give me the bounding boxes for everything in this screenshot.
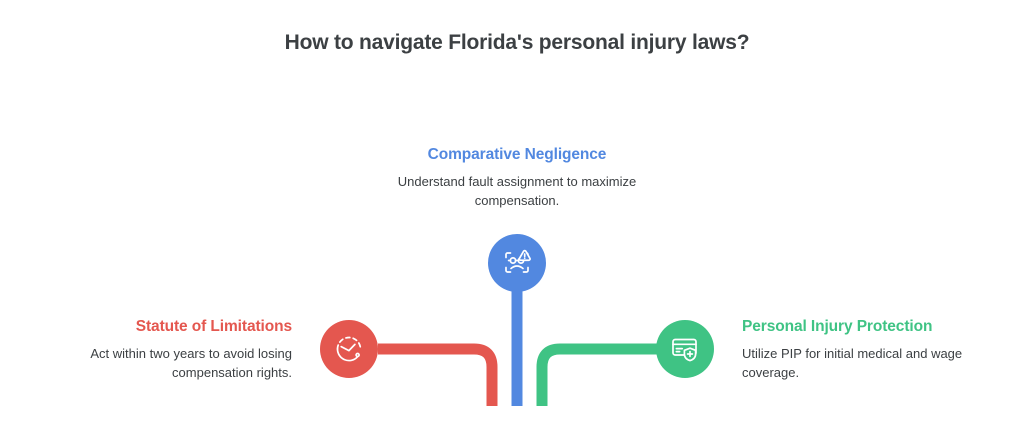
body-personal-injury-protection: Utilize PIP for initial medical and wage…	[742, 346, 963, 380]
page-title: How to navigate Florida's personal injur…	[284, 31, 750, 54]
heading-comparative-negligence: Comparative Negligence	[427, 146, 607, 163]
face-scan-warning-icon	[500, 246, 534, 280]
heading-statute-of-limitations: Statute of Limitations	[135, 318, 292, 335]
clock-dashed-icon	[332, 332, 366, 366]
heading-personal-injury-protection: Personal Injury Protection	[742, 318, 933, 335]
node-personal-injury-protection[interactable]	[656, 320, 714, 378]
body-comparative-negligence: Understand fault assignment to maximize …	[397, 174, 637, 208]
block-statute-of-limitations: Statute of Limitations Act within two ye…	[21, 318, 292, 383]
block-personal-injury-protection: Personal Injury Protection Utilize PIP f…	[742, 318, 1014, 383]
block-comparative-negligence: Comparative Negligence Understand fault …	[377, 146, 657, 211]
node-statute-of-limitations[interactable]	[320, 320, 378, 378]
insurance-card-shield-icon	[668, 332, 702, 366]
node-comparative-negligence[interactable]	[488, 234, 546, 292]
connector-right-green	[536, 343, 658, 406]
body-statute-of-limitations: Act within two years to avoid losing com…	[90, 346, 292, 380]
connector-left-red	[378, 343, 498, 406]
